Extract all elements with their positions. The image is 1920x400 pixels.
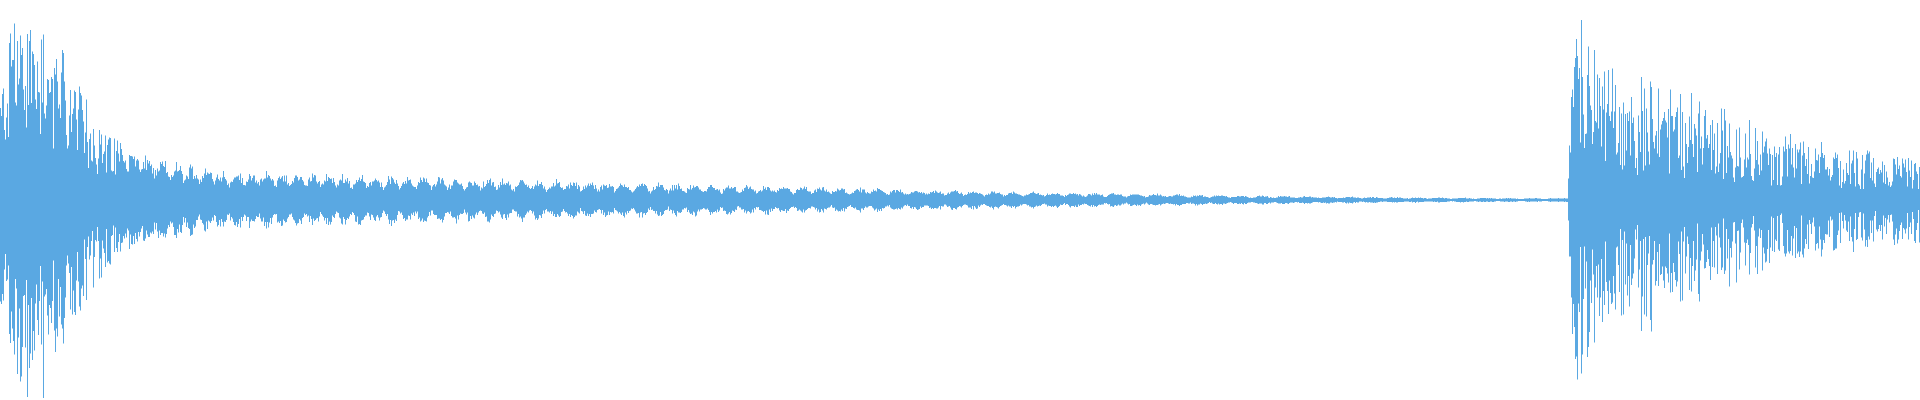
waveform-bars bbox=[0, 19, 1920, 398]
